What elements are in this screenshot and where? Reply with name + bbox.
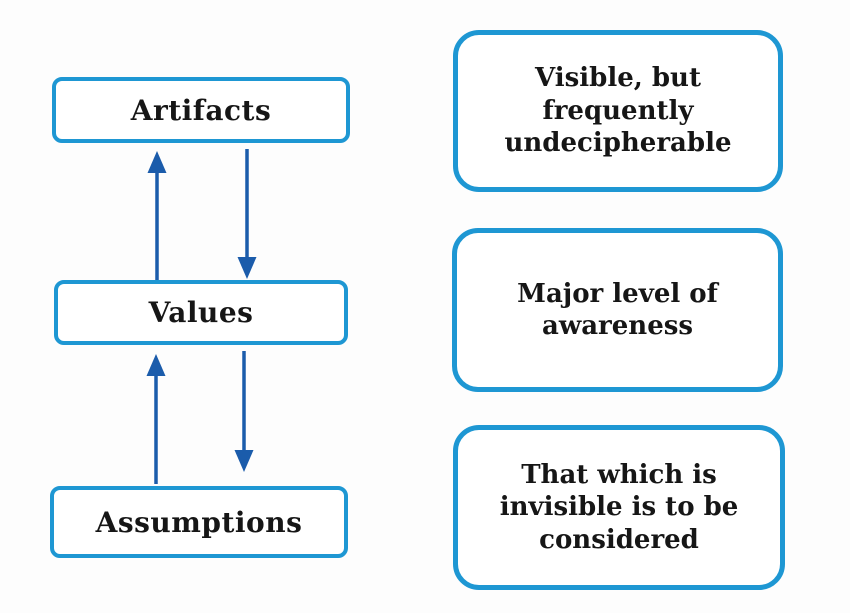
- arrow-up-icon: [147, 151, 167, 281]
- level-label-artifacts: Artifacts: [130, 93, 272, 127]
- description-text-values: Major level of awareness: [517, 278, 718, 342]
- level-label-values: Values: [148, 296, 254, 329]
- level-label-assumptions: Assumptions: [95, 505, 303, 539]
- arrow-up-icon: [146, 354, 166, 484]
- description-text-assumptions: That which is invisible is to be conside…: [499, 459, 739, 555]
- level-box-assumptions: Assumptions: [50, 486, 348, 558]
- description-box-values: Major level of awareness: [452, 228, 783, 392]
- description-text-artifacts: Visible, but frequently undecipherable: [504, 63, 732, 159]
- arrow-down-icon: [237, 149, 257, 279]
- description-box-assumptions: That which is invisible is to be conside…: [453, 425, 785, 590]
- level-box-values: Values: [54, 280, 348, 345]
- arrow-down-icon: [234, 351, 254, 472]
- description-box-artifacts: Visible, but frequently undecipherable: [453, 30, 783, 192]
- level-box-artifacts: Artifacts: [52, 77, 350, 143]
